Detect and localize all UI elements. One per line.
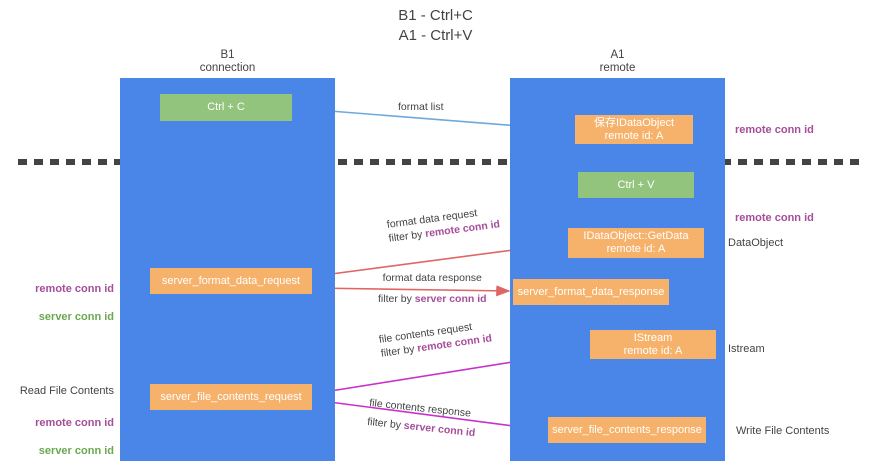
arrow-file-contents-response	[313, 399, 546, 434]
note-write-file-contents: Write File Contents	[736, 425, 830, 437]
swimlane-header-b1: B1 connection	[199, 49, 256, 74]
edge-label-format-list: format list	[398, 100, 444, 114]
node-server-file-contents-request[interactable]: server_file_contents_request	[150, 384, 312, 410]
node-server-file-contents-response[interactable]: server_file_contents_response	[548, 417, 706, 443]
node-server-format-data-response[interactable]: server_format_data_response	[513, 279, 669, 305]
note-remote-conn-id-mid: remote conn id	[735, 212, 814, 224]
note-remote-conn-id-top: remote conn id	[735, 124, 814, 136]
edge-label-format-data-response-line1: format data response	[382, 272, 482, 284]
note-remote-conn-id: remote conn id	[35, 283, 114, 295]
note-server-conn-id: server conn id	[38, 445, 114, 457]
page-title: B1 - Ctrl+C A1 - Ctrl+V	[398, 7, 473, 44]
edge-label-format-data-response-line2: filter by server conn id	[378, 292, 487, 306]
arrow-format-data-response	[313, 285, 511, 297]
note-left-conn-ids-top: remote conn id server conn id	[22, 268, 114, 338]
node-idataobject-getdata[interactable]: IDataObject::GetData remote id: A	[568, 228, 704, 258]
note-read-file-contents: Read File Contents	[19, 385, 114, 397]
note-remote-conn-id: remote conn id	[35, 417, 114, 429]
note-server-conn-id: server conn id	[38, 311, 114, 323]
node-saved-idataobject[interactable]: 保存IDataObject remote id: A	[575, 115, 693, 144]
filter-key-server-conn-id: server conn id	[414, 293, 487, 305]
note-istream: Istream	[728, 343, 765, 355]
edge-label-format-list-text: format list	[398, 101, 444, 113]
node-server-format-data-request[interactable]: server_format_data_request	[150, 268, 312, 294]
node-ctrl-c[interactable]: Ctrl + C	[160, 94, 292, 121]
note-left-conn-ids-bottom: remote conn id server conn id	[16, 402, 114, 472]
node-ctrl-v[interactable]: Ctrl + V	[578, 172, 694, 198]
node-istream[interactable]: IStream remote id: A	[590, 330, 716, 359]
edge-label-format-data-response: format data response filter by server co…	[378, 271, 487, 306]
swimlane-header-a1: A1 remote	[599, 49, 636, 74]
note-dataobject: DataObject	[728, 237, 784, 249]
filter-prefix: filter by	[378, 293, 415, 305]
filter-prefix: filter by	[366, 415, 405, 432]
